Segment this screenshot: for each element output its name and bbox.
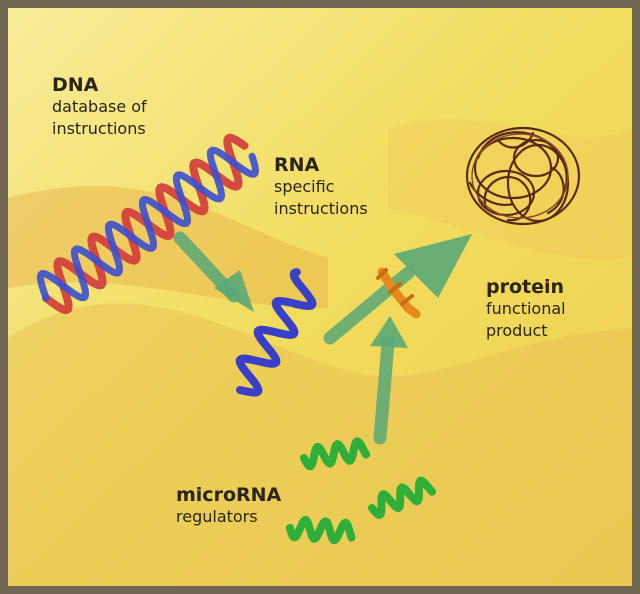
rna-subtitle: specific instructions	[274, 177, 368, 218]
microrna-strand-icon	[368, 476, 437, 519]
diagram-canvas	[8, 8, 632, 586]
microrna-title: microRNA	[176, 484, 282, 506]
protein-title: protein	[486, 276, 565, 298]
arrow-icon	[323, 234, 472, 345]
protein-coil-icon	[465, 126, 581, 226]
rna-strand-icon	[235, 268, 317, 397]
dna-subtitle: database of instructions	[52, 97, 147, 138]
arrow-icon	[173, 231, 254, 312]
inhibition-mark-icon	[376, 267, 421, 319]
microrna-subtitle: regulators	[176, 507, 258, 526]
background-wash	[388, 119, 632, 260]
rna-label: RNA specific instructions	[274, 154, 368, 220]
microrna-strand-icon	[300, 437, 371, 471]
dna-title: DNA	[52, 74, 99, 96]
microrna-strand-icon	[286, 516, 356, 545]
protein-subtitle: functional product	[486, 299, 566, 340]
arrow-icon	[370, 316, 408, 445]
dna-label: DNA database of instructions	[52, 74, 147, 140]
rna-title: RNA	[274, 154, 320, 176]
protein-label: protein functional product	[486, 276, 566, 342]
microrna-label: microRNA regulators	[176, 484, 281, 528]
dna-helix-icon	[36, 133, 259, 315]
